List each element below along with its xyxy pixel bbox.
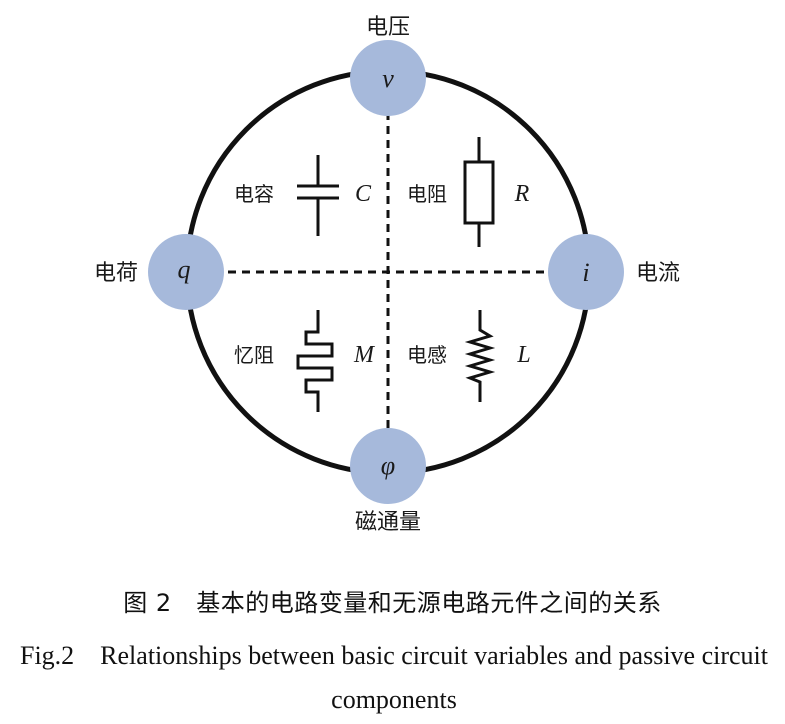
node-charge-symbol: q bbox=[178, 255, 191, 284]
node-voltage-label: 电压 bbox=[366, 15, 410, 40]
node-voltage-circle bbox=[350, 40, 426, 116]
node-current-symbol: i bbox=[582, 258, 589, 287]
capacitor: 电容 C bbox=[234, 155, 372, 236]
resistor-name: 电阻 bbox=[407, 182, 447, 206]
node-voltage-symbol: v bbox=[382, 64, 394, 93]
node-current: i 电流 bbox=[548, 234, 680, 310]
node-charge-label: 电荷 bbox=[94, 261, 138, 286]
memristor-symbol-icon bbox=[296, 310, 334, 412]
node-flux-label: 磁通量 bbox=[355, 510, 421, 535]
capacitor-symbol: C bbox=[355, 181, 372, 207]
caption-english: Fig.2 Relationships between basic circui… bbox=[19, 641, 769, 714]
caption-chinese: 图 2 基本的电路变量和无源电路元件之间的关系 bbox=[123, 589, 662, 617]
capacitor-symbol-icon bbox=[297, 155, 339, 236]
memristor: 忆阻 M bbox=[234, 310, 376, 412]
inductor-symbol: L bbox=[516, 342, 530, 368]
memristor-name: 忆阻 bbox=[234, 343, 274, 367]
inductor: 电感 L bbox=[407, 310, 531, 402]
node-charge-circle bbox=[148, 234, 224, 310]
memristor-symbol: M bbox=[353, 342, 376, 368]
inductor-name: 电感 bbox=[407, 343, 447, 367]
node-current-label: 电流 bbox=[636, 261, 680, 286]
capacitor-name: 电容 bbox=[234, 182, 274, 206]
node-voltage: v 电压 bbox=[350, 15, 426, 116]
node-current-circle bbox=[548, 234, 624, 310]
node-flux-circle bbox=[350, 428, 426, 504]
node-flux-symbol: φ bbox=[381, 451, 395, 480]
resistor: 电阻 R bbox=[407, 137, 530, 247]
resistor-symbol: R bbox=[514, 181, 530, 207]
inductor-symbol-icon bbox=[464, 310, 496, 402]
node-charge: q 电荷 bbox=[94, 234, 224, 310]
resistor-symbol-icon bbox=[463, 137, 495, 247]
node-flux: φ 磁通量 bbox=[350, 428, 426, 535]
